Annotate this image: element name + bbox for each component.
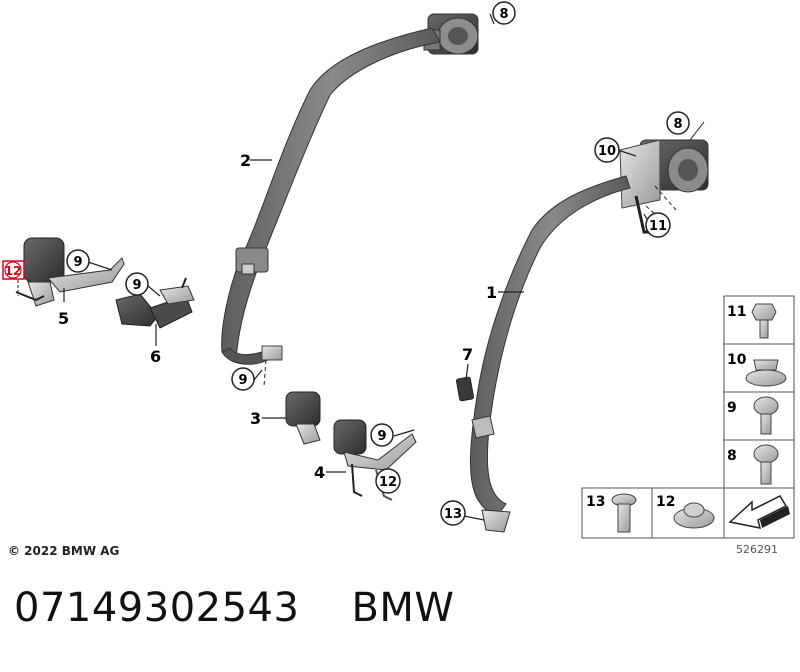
callout-9-center: 9 <box>231 367 255 391</box>
label-part-3: 3 <box>250 409 261 428</box>
label-part-2: 2 <box>240 151 251 170</box>
legend-cell-12: 12 <box>656 494 715 529</box>
legend-cell-10: 10 <box>727 352 787 387</box>
callout-9-lower: 9 <box>370 423 394 447</box>
legend-cell-8: 8 <box>727 444 779 485</box>
legend-label-10: 10 <box>727 352 747 368</box>
callout-12-lower: 12 <box>375 468 401 494</box>
hardware-legend <box>581 295 795 539</box>
legend-cell-9: 9 <box>727 396 779 435</box>
callout-8-top: 8 <box>492 1 516 25</box>
retractor-right <box>619 121 709 234</box>
callout-9-center-label: 9 <box>238 373 247 388</box>
buckle-part-3 <box>285 391 321 445</box>
legend-label-9: 9 <box>727 400 737 416</box>
legend-label-12: 12 <box>656 494 675 510</box>
label-part-5: 5 <box>58 309 69 328</box>
callout-9-left: 9 <box>66 249 90 273</box>
callout-9-left-label: 9 <box>73 255 82 270</box>
callout-13: 13 <box>440 500 466 526</box>
part-number: 07149302543 <box>14 585 300 631</box>
buckle-part-5 <box>15 237 125 307</box>
callout-13-label: 13 <box>444 507 462 522</box>
label-part-7: 7 <box>462 345 473 364</box>
label-part-1: 1 <box>486 283 497 302</box>
callout-11-label: 11 <box>649 219 667 234</box>
legend-cell-arrow <box>728 495 790 529</box>
rear-center-belt-part-2 <box>221 13 479 387</box>
legend-cell-13: 13 <box>586 493 637 533</box>
callout-12-lower-label: 12 <box>379 475 397 490</box>
legend-label-13: 13 <box>586 494 605 510</box>
callout-9-lower-label: 9 <box>377 429 386 444</box>
callout-8-right-label: 8 <box>673 117 682 132</box>
callout-8-right: 8 <box>666 111 690 135</box>
callout-10: 10 <box>594 137 620 163</box>
callout-10-label: 10 <box>598 144 616 159</box>
front-belt-part-1 <box>456 121 709 533</box>
label-part-6: 6 <box>150 347 161 366</box>
brand: BMW <box>351 585 455 631</box>
footer: 07149302543 BMW <box>14 585 506 631</box>
callout-9-mid-label: 9 <box>132 278 141 293</box>
belt-tongue <box>235 247 269 275</box>
retractor-top <box>423 13 479 55</box>
diagram-id: 526291 <box>736 543 778 556</box>
callout-8-top-label: 8 <box>499 7 508 22</box>
legend-label-8: 8 <box>727 448 737 464</box>
legend-label-11: 11 <box>727 304 746 320</box>
callout-12-highlighted: 12 <box>2 260 25 280</box>
callout-12-highlighted-label: 12 <box>5 264 22 278</box>
callout-9-mid: 9 <box>125 272 149 296</box>
copyright: © 2022 BMW AG <box>8 544 119 558</box>
label-part-4: 4 <box>314 463 325 482</box>
buckle-part-6 <box>115 277 195 329</box>
legend-cell-11: 11 <box>727 303 777 339</box>
belt-guide-part-7 <box>456 376 474 402</box>
callout-11: 11 <box>645 212 671 238</box>
